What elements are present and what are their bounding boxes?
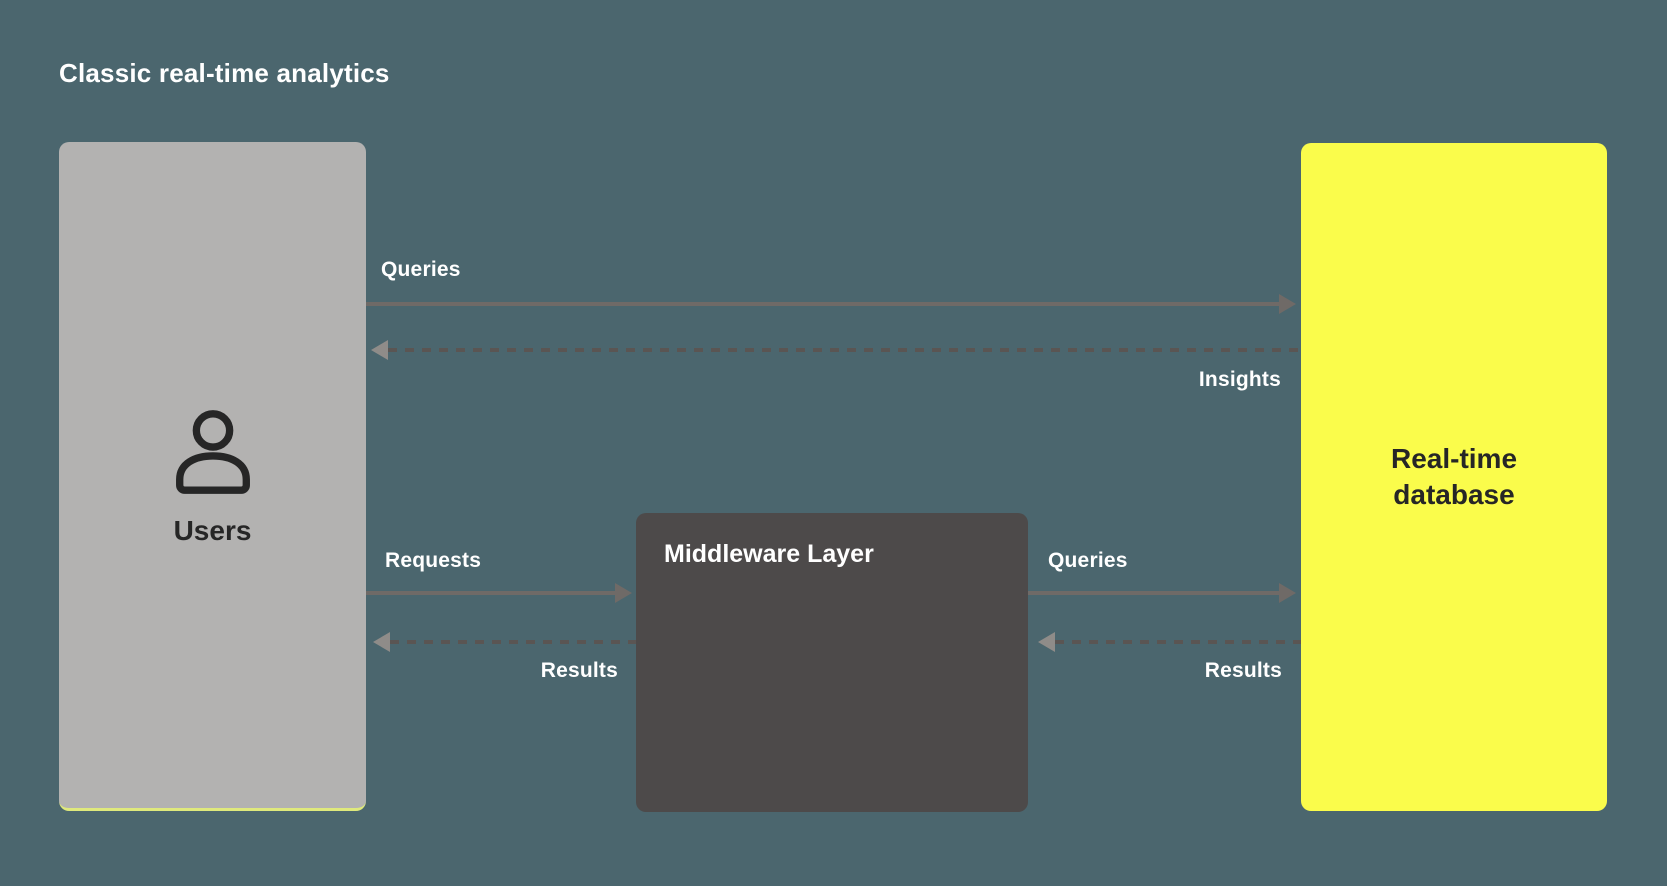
arrowhead-left-icon	[371, 340, 388, 360]
arrowhead-left-icon	[373, 632, 390, 652]
arrow-shaft	[1055, 640, 1301, 644]
middleware-node: Middleware Layer	[636, 513, 1028, 812]
arrow-shaft	[390, 640, 636, 644]
arrowhead-right-icon	[1279, 294, 1296, 314]
arrow-requests-users-to-middleware	[366, 583, 632, 603]
middleware-node-label: Middleware Layer	[664, 540, 874, 568]
page-title: Classic real-time analytics	[59, 58, 390, 88]
users-node: Users	[59, 142, 366, 811]
flow-label-requests: Requests	[385, 549, 482, 572]
database-node-label: Real-time database	[1390, 442, 1518, 510]
flow-label-insights: Insights	[1198, 368, 1281, 391]
flow-label-results-right: Results	[1204, 659, 1282, 682]
flow-label-results-left: Results	[540, 659, 618, 682]
arrow-results-middleware-to-users	[373, 632, 636, 652]
person-icon	[175, 409, 250, 494]
arrowhead-right-icon	[1279, 583, 1296, 603]
arrow-insights-database-to-users	[371, 340, 1301, 360]
arrow-queries-users-to-database	[366, 294, 1296, 314]
arrow-shaft	[388, 348, 1301, 352]
flow-label-queries-right: Queries	[1048, 549, 1128, 572]
arrow-shaft	[366, 302, 1279, 306]
arrow-queries-middleware-to-database	[1028, 583, 1296, 603]
flow-label-queries-top: Queries	[381, 258, 461, 281]
arrowhead-left-icon	[1038, 632, 1055, 652]
arrow-shaft	[366, 591, 615, 595]
arrowhead-right-icon	[615, 583, 632, 603]
arrow-shaft	[1028, 591, 1279, 595]
database-node: Real-time database	[1301, 143, 1607, 811]
users-node-label: Users	[173, 514, 252, 546]
arrow-results-database-to-middleware	[1038, 632, 1301, 652]
